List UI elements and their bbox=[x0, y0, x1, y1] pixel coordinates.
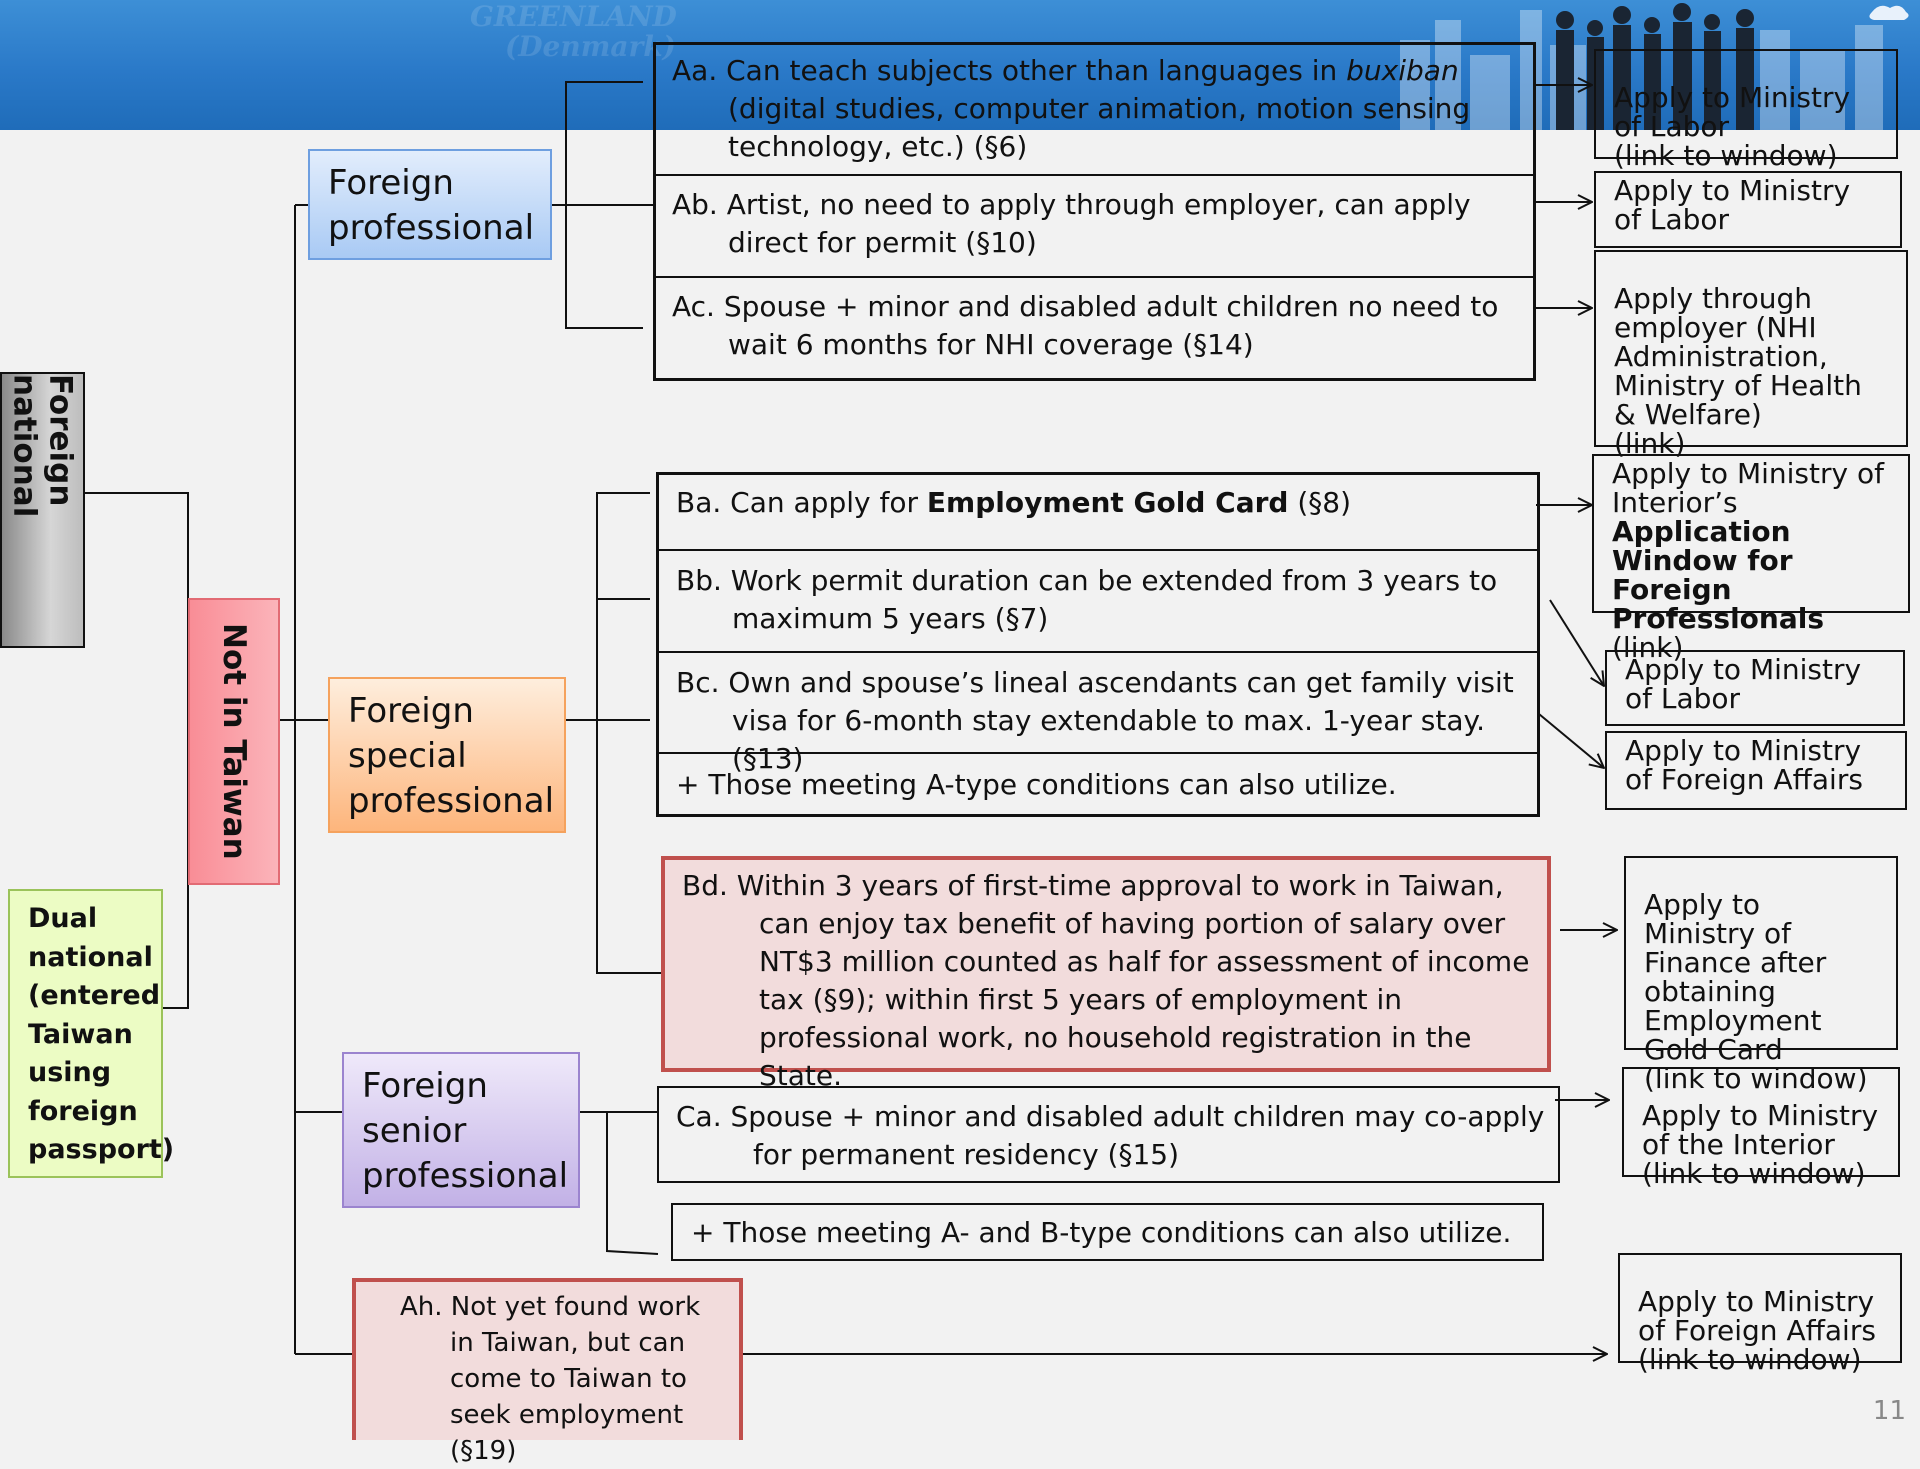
item-bd-box bbox=[661, 856, 1551, 1072]
not-in-taiwan-node: Not in Taiwan bbox=[188, 598, 280, 885]
b-row-divider-1 bbox=[656, 549, 1540, 653]
foreign-professional-node: Foreign professional bbox=[308, 149, 552, 260]
header-banner: GREENLAND (Denmark) bbox=[0, 0, 1920, 130]
a-row-divider bbox=[653, 174, 1536, 278]
foreign-special-professional-node: Foreign special professional bbox=[328, 677, 566, 833]
b-row-divider-2 bbox=[656, 752, 1540, 754]
c-plus-frame bbox=[671, 1203, 1544, 1261]
map-watermark: GREENLAND (Denmark) bbox=[470, 0, 677, 63]
dual-national-node: Dual national (entered Taiwan using fore… bbox=[8, 889, 174, 1178]
item-aa: Aa. Can teach subjects other than langua… bbox=[672, 54, 1471, 163]
item-ba: Ba. Can apply for Employment Gold Card (… bbox=[676, 486, 1352, 519]
foreign-senior-professional-node: Foreign senior professional bbox=[342, 1052, 580, 1208]
apply-labor-link-aa[interactable]: Apply to Ministry of Labor (link to wind… bbox=[1594, 49, 1898, 170]
item-bb: Bb. Work permit duration can be extended… bbox=[676, 564, 1498, 635]
item-ac: Ac. Spouse + minor and disabled adult ch… bbox=[672, 290, 1499, 361]
item-bc: Bc. Own and spouse’s lineal ascendants c… bbox=[676, 666, 1514, 775]
item-ah-box bbox=[352, 1278, 743, 1440]
apply-interior-gold-card-window[interactable]: Apply to Ministry of Interior’s Applicat… bbox=[1592, 454, 1910, 662]
apply-foreign-affairs-bc[interactable]: Apply to Ministry of Foreign Affairs bbox=[1605, 731, 1907, 810]
item-ca: Ca. Spouse + minor and disabled adult ch… bbox=[676, 1100, 1545, 1171]
apply-finance-link-bd[interactable]: Apply to Ministry of Finance after obtai… bbox=[1624, 856, 1898, 1093]
item-bd: Bd. Within 3 years of first-time approva… bbox=[682, 869, 1530, 1092]
item-c-plus: + Those meeting A- and B-type conditions… bbox=[691, 1216, 1512, 1249]
item-ah: Ah. Not yet found work in Taiwan, but ca… bbox=[400, 1292, 701, 1466]
apply-foreign-affairs-link-ah[interactable]: Apply to Ministry of Foreign Affairs (li… bbox=[1618, 1253, 1902, 1374]
apply-labor-bb[interactable]: Apply to Ministry of Labor bbox=[1605, 650, 1905, 726]
page-number: 11 bbox=[1872, 1396, 1906, 1426]
item-b-plus: + Those meeting A-type conditions can al… bbox=[676, 768, 1397, 801]
foreign-national-node: Foreign national bbox=[0, 372, 85, 648]
apply-interior-link-ca[interactable]: Apply to Ministry of the Interior (link … bbox=[1622, 1067, 1900, 1188]
city-skyline-illustration bbox=[1400, 3, 1909, 130]
apply-employer-nhi-link[interactable]: Apply through employer (NHI Administrati… bbox=[1594, 250, 1908, 458]
a-group-frame bbox=[653, 42, 1536, 381]
apply-labor-ab[interactable]: Apply to Ministry of Labor bbox=[1594, 171, 1902, 248]
item-ab: Ab. Artist, no need to apply through emp… bbox=[672, 188, 1471, 259]
